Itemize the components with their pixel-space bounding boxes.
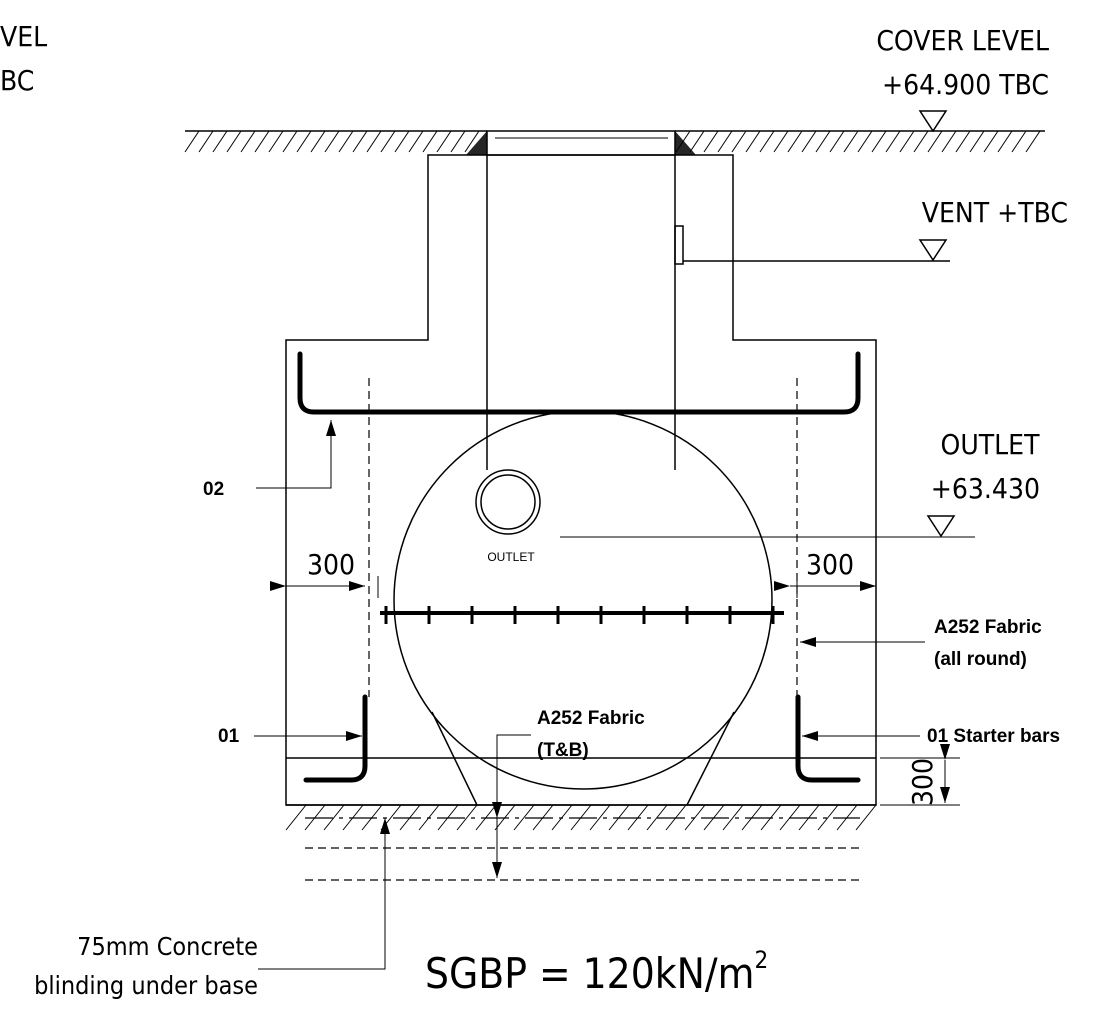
mesh-fabric-vertical	[368, 378, 798, 697]
callout-blinding-2: blinding under base	[34, 971, 258, 1000]
left-edge-text-1: VEL	[0, 20, 47, 53]
left-cover-dimension	[270, 576, 379, 598]
outlet-level-label: OUTLET	[941, 428, 1041, 461]
vent-label: VENT +TBC	[922, 196, 1068, 229]
anchor-strap	[380, 606, 784, 624]
base-slab	[286, 757, 876, 881]
sgbp-value: SGBP = 120kN/m2	[425, 946, 768, 998]
callout-bar-02: 02	[203, 479, 224, 500]
left-cover-dimension-text: 300	[307, 548, 355, 581]
reinforcement-bar-02	[297, 351, 861, 415]
sgbp-text: SGBP = 120kN/m	[425, 949, 754, 998]
outlet-pipe	[475, 469, 541, 535]
vent-pipe	[674, 225, 950, 265]
callout-blinding-leader	[258, 818, 390, 970]
access-shaft	[486, 155, 676, 470]
callout-bar-02-leader	[256, 420, 336, 489]
cover-level-triangle	[918, 110, 948, 133]
outlet-level-triangle	[926, 515, 956, 538]
tank-body	[393, 410, 773, 790]
ground-surface	[184, 130, 1045, 153]
right-cover-dimension-text: 300	[806, 548, 854, 581]
outlet-level-value: +63.430	[931, 472, 1040, 505]
callout-fabric-all-round-1: A252 Fabric	[934, 617, 1042, 638]
vent-level-triangle	[918, 239, 948, 262]
sgbp-superscript: 2	[754, 946, 768, 974]
outlet-pipe-label: OUTLET	[487, 550, 535, 564]
cover-level-value: +64.900 TBC	[882, 68, 1049, 101]
starter-bar-right	[795, 694, 861, 783]
callout-blinding-1: 75mm Concrete	[77, 932, 258, 961]
manhole-cover-frame	[466, 130, 696, 156]
left-edge-text-2: BC	[0, 64, 34, 97]
cover-level-label: COVER LEVEL	[876, 24, 1049, 57]
callout-bar-01: 01	[218, 726, 240, 747]
starter-bar-left	[303, 694, 368, 783]
base-thickness-text: 300	[906, 758, 939, 806]
callout-fabric-tb-2: (T&B)	[537, 740, 589, 761]
base-thickness-dimension	[880, 744, 960, 806]
right-cover-dimension	[774, 576, 876, 598]
callout-fabric-tb-leader	[492, 734, 531, 878]
callout-fabric-all-round-2: (all round)	[934, 649, 1027, 670]
callout-starter-bars: 01 Starter bars	[927, 726, 1060, 747]
callout-fabric-tb-1: A252 Fabric	[537, 708, 645, 729]
blinding-layer	[285, 804, 877, 831]
